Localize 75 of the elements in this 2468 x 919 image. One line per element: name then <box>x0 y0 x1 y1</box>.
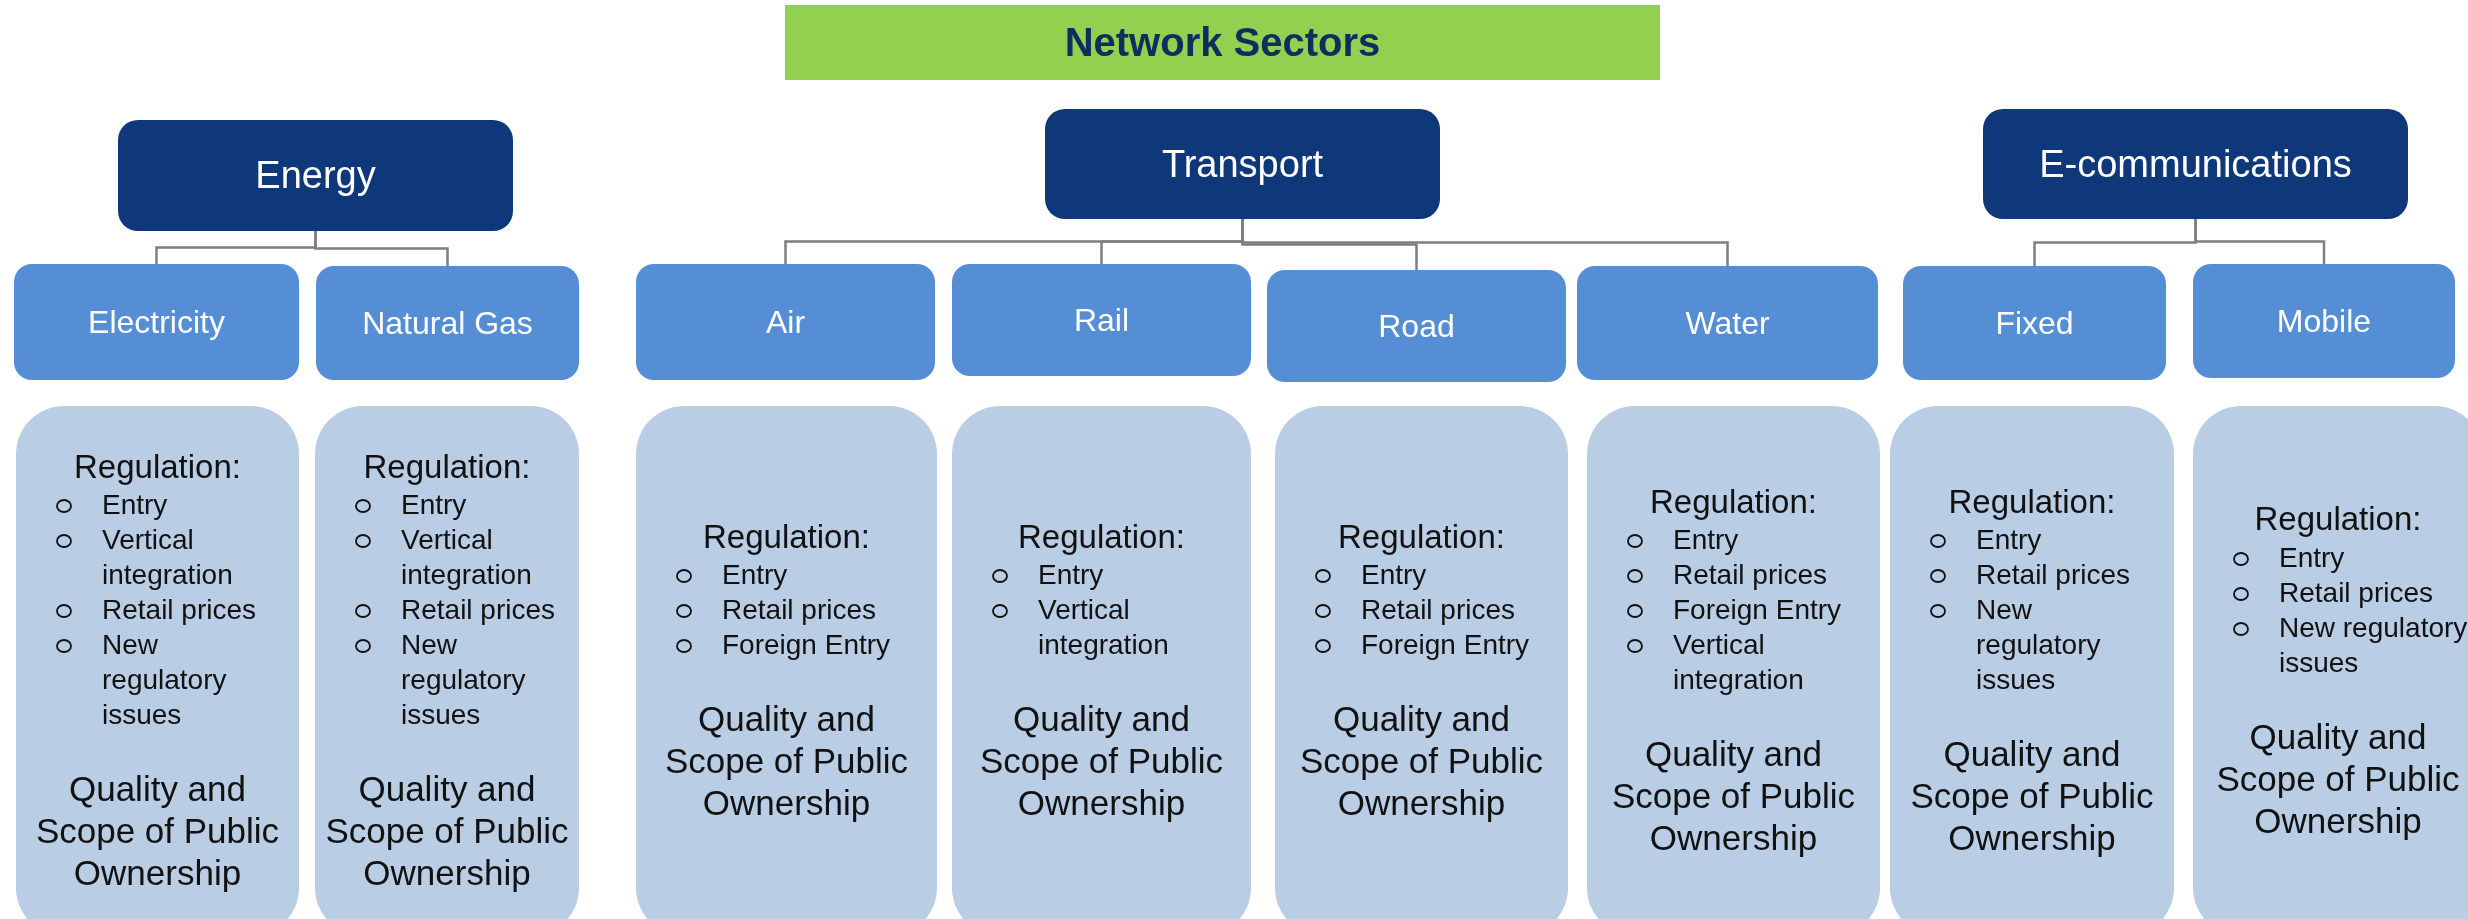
heading-text: Regulation: <box>703 517 870 556</box>
bullet-item: New regulatory issues <box>401 628 527 733</box>
bullet-item: Entry <box>1976 523 2042 558</box>
subsector-box <box>316 266 579 380</box>
box-label: Water <box>1685 304 1770 342</box>
subsector-box <box>2193 264 2455 378</box>
footer-text: Quality and Scope of Public Ownership <box>2215 715 2461 842</box>
heading-text: Regulation: <box>1018 517 1185 556</box>
footer-text: Quality and Scope of Public Ownership <box>1909 733 2155 860</box>
footer-text: Quality and Scope of Public Ownership <box>34 768 281 895</box>
bullet-item: Vertical integration <box>1038 593 1170 663</box>
bullet-item: New regulatory issues <box>2279 610 2468 680</box>
detail-card <box>1275 406 1568 919</box>
detail-card <box>952 406 1251 919</box>
box-label: Transport <box>1161 142 1324 186</box>
detail-card <box>1587 406 1880 919</box>
bullet-item: New regulatory issues <box>1976 593 2102 698</box>
bullet-item: Vertical integration <box>401 523 533 593</box>
heading-text: Regulation: <box>1338 517 1505 556</box>
bullet-item: Entry <box>2279 540 2345 575</box>
subsector-box <box>636 264 935 380</box>
detail-card <box>16 406 299 919</box>
bullet-item: Entry <box>722 558 788 593</box>
detail-card <box>315 406 579 919</box>
detail-card <box>2193 406 2468 919</box>
bullet-item: Vertical integration <box>102 523 234 593</box>
sector-box <box>1983 109 2408 219</box>
bullet-item: Entry <box>1673 523 1739 558</box>
box-label: Road <box>1378 307 1455 345</box>
title-banner: Network Sectors <box>785 5 1660 80</box>
subsector-box <box>14 264 299 380</box>
box-label: Mobile <box>2276 302 2372 340</box>
bullet-item: Entry <box>102 488 168 523</box>
box-label: Natural Gas <box>362 304 533 342</box>
bullet-item: Retail prices <box>2279 575 2434 610</box>
sector-box <box>118 120 513 231</box>
connector-line <box>2194 219 2326 264</box>
subsector-box <box>1577 266 1878 380</box>
box-label: E-communications <box>2039 142 2352 186</box>
footer-text: Quality and Scope of Public Ownership <box>1610 733 1857 860</box>
bullet-item: Retail prices <box>1673 558 1828 593</box>
box-label: Air <box>765 303 806 341</box>
subsector-box <box>952 264 1251 376</box>
heading-text: Regulation: <box>2254 500 2422 538</box>
bullet-item: Retail prices <box>102 593 257 628</box>
subsector-box <box>1903 266 2166 380</box>
heading-text: Regulation: <box>363 447 531 486</box>
connector-line <box>314 231 449 266</box>
bullet-item: Foreign Entry <box>1361 628 1530 663</box>
bullet-item: Entry <box>1361 558 1427 593</box>
footer-text: Quality and Scope of Public Ownership <box>1298 698 1545 825</box>
detail-card <box>636 406 937 919</box>
heading-text: Regulation: <box>1650 482 1817 521</box>
box-label: Electricity <box>88 303 225 341</box>
heading-text: Regulation: <box>1948 482 2116 521</box>
box-label: Fixed <box>1995 304 2074 342</box>
bullet-item: Retail prices <box>722 593 877 628</box>
sector-box <box>1045 109 1440 219</box>
bullet-item: Retail prices <box>1361 593 1516 628</box>
bullet-item: Entry <box>401 488 467 523</box>
footer-text: Quality and Scope of Public Ownership <box>663 698 910 825</box>
subsector-box <box>1267 270 1566 382</box>
bullet-item: Foreign Entry <box>1673 593 1842 628</box>
footer-text: Quality and Scope of Public Ownership <box>325 768 569 895</box>
bullet-item: New regulatory issues <box>102 628 228 733</box>
bullet-item: Retail prices <box>401 593 556 628</box>
footer-text: Quality and Scope of Public Ownership <box>978 698 1225 825</box>
heading-text: Regulation: <box>74 447 241 486</box>
bullet-item: Entry <box>1038 558 1104 593</box>
box-label: Rail <box>1073 301 1130 339</box>
bullet-item: Vertical integration <box>1673 628 1805 698</box>
detail-card <box>1890 406 2174 919</box>
bullet-item: Foreign Entry <box>722 628 891 663</box>
bullet-item: Retail prices <box>1976 558 2131 593</box>
box-label: Energy <box>255 154 376 197</box>
